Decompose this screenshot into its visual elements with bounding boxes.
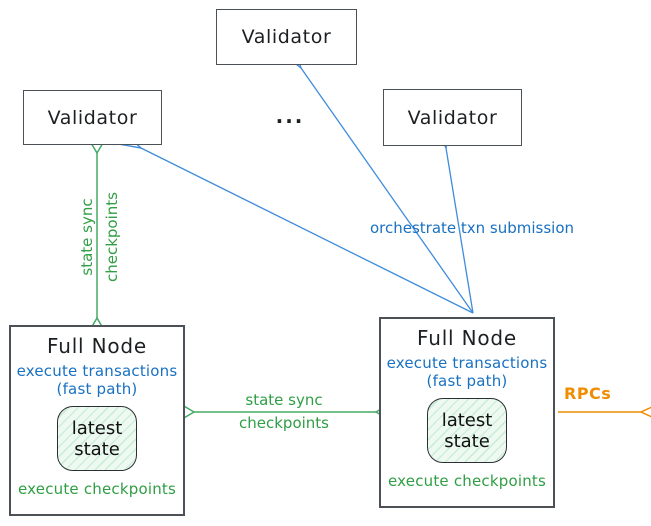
- validator-box-left: Validator: [23, 90, 162, 145]
- arrow-orchestrate-to-left-validator: [112, 128, 474, 314]
- label-vsync-line1: state sync: [78, 198, 96, 276]
- full-node-right-execute-checkpoints: execute checkpoints: [387, 472, 547, 490]
- full-node-box-left: Full Node execute transactions (fast pat…: [9, 325, 185, 516]
- latest-state-left-line1: latest: [71, 417, 123, 439]
- label-vsync-line2: checkpoints: [103, 192, 121, 282]
- label-hsync-line1: state sync: [245, 391, 323, 409]
- validator-top-label: Validator: [241, 26, 332, 48]
- label-hsync-line2: checkpoints: [239, 414, 329, 432]
- latest-state-right-line2: state: [444, 430, 490, 452]
- full-node-left-execute-checkpoints: execute checkpoints: [17, 480, 177, 498]
- full-node-left-fast-path: (fast path): [56, 380, 138, 398]
- latest-state-left-line2: state: [74, 438, 120, 460]
- validator-right-label: Validator: [407, 106, 498, 129]
- label-state-sync-checkpoints-horizontal: state sync checkpoints: [214, 392, 354, 432]
- full-node-right-title: Full Node: [417, 326, 517, 350]
- label-state-sync-checkpoints-vertical: state sync checkpoints: [78, 167, 122, 307]
- validator-box-right: Validator: [383, 89, 522, 146]
- arrow-orchestrate-to-top-validator: [278, 40, 474, 314]
- full-node-right-fast-path: (fast path): [426, 372, 508, 390]
- validator-box-top: Validator: [216, 9, 357, 65]
- arrow-orchestrate-to-right-validator: [433, 119, 474, 314]
- validator-left-label: Validator: [47, 106, 138, 129]
- latest-state-box-left: latest state: [57, 406, 137, 471]
- latest-state-right-line1: latest: [441, 409, 493, 431]
- label-rpcs: RPCs: [564, 384, 612, 403]
- latest-state-box-right: latest state: [427, 398, 507, 463]
- validators-ellipsis: ...: [275, 104, 305, 128]
- full-node-box-right: Full Node execute transactions (fast pat…: [379, 317, 555, 508]
- label-orchestrate-txn-submission: orchestrate txn submission: [369, 219, 575, 237]
- full-node-left-title: Full Node: [47, 334, 147, 358]
- full-node-left-execute-transactions: execute transactions: [16, 362, 178, 380]
- full-node-right-execute-transactions: execute transactions: [386, 354, 548, 372]
